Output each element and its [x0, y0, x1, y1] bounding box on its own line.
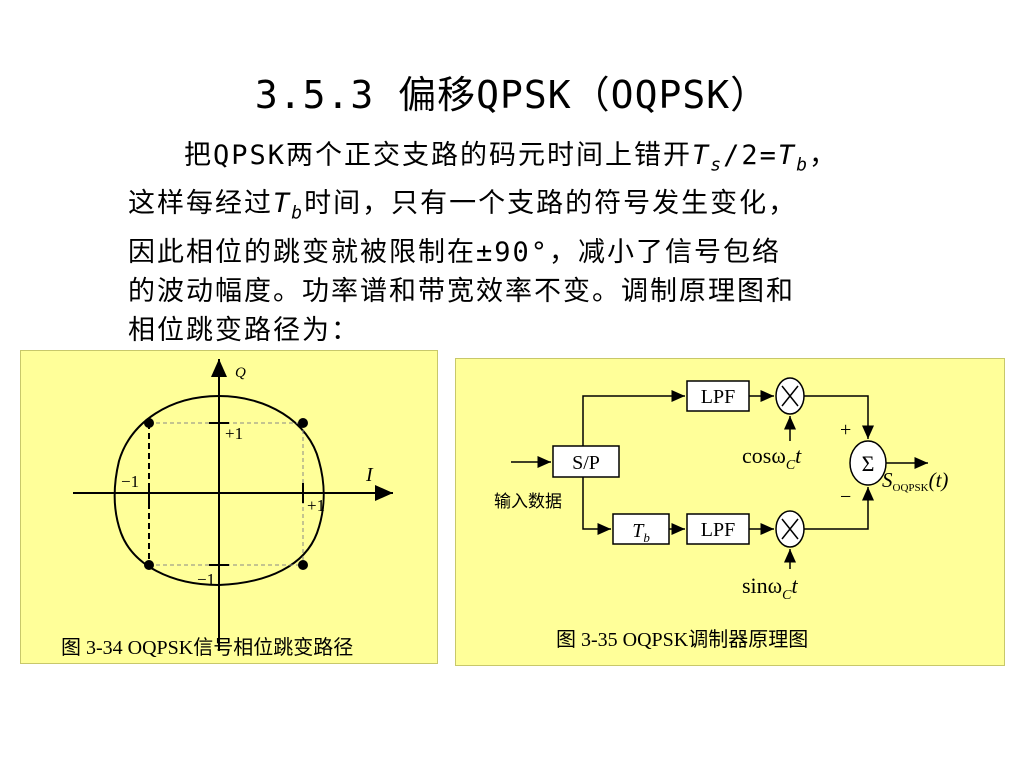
input-data-label: 输入数据: [494, 492, 562, 511]
para-line-5: 相位跳变路径为：: [128, 314, 360, 346]
para-text: 把QPSK两个正交支路的码元时间上错开: [184, 140, 693, 171]
q-axis-label: Q: [235, 365, 246, 381]
constellation-diagram: Q I +1 −1 +1 −1: [73, 359, 393, 651]
sin-carrier-label: sinωCt: [742, 573, 799, 603]
cos-carrier-label: cosωCt: [742, 443, 802, 473]
para-line-2: 这样每经过Tb时间，只有一个支路的符号发生变化，: [128, 184, 928, 232]
para-text: 时间，只有一个支路的符号发生变化，: [304, 188, 798, 220]
para-text: 这样每经过: [128, 188, 273, 220]
figure-3-34-phase-path: Q I +1 −1 +1 −1 图 3-34 OQPSK信号相位跳变路径: [20, 350, 438, 664]
minus-sign: −: [840, 486, 851, 508]
output-label: SOQPSK(t): [882, 468, 948, 494]
body-paragraph: 把QPSK两个正交支路的码元时间上错开Ts/2=Tb， 这样每经过Tb时间，只有…: [128, 136, 928, 350]
constellation-point: [298, 418, 308, 428]
sp-label: S/P: [572, 452, 600, 474]
tb-symbol: Tb: [777, 140, 810, 176]
tick-label: −1: [121, 472, 139, 491]
constellation-point: [298, 560, 308, 570]
signal-line: [582, 477, 611, 535]
constellation-point: [144, 418, 154, 428]
para-line-3: 因此相位的跳变就被限制在±90°，减小了信号包络: [128, 236, 782, 268]
para-text: /2=: [723, 140, 778, 171]
modulator-block-diagram: S/P LPF Tb LPF Σ + − cosωCt sinωCt SOQPS…: [494, 377, 948, 603]
figure-3-35-modulator: S/P LPF Tb LPF Σ + − cosωCt sinωCt SOQPS…: [455, 358, 1005, 666]
sp-block: [552, 445, 620, 478]
signal-line: [804, 487, 874, 530]
lpf-label: LPF: [701, 386, 735, 408]
ts-symbol: Ts: [692, 140, 724, 176]
para-line-1: 把QPSK两个正交支路的码元时间上错开Ts/2=Tb，: [128, 136, 928, 184]
page-title: 3.5.3 偏移QPSK（OQPSK）: [254, 73, 770, 117]
para-line-4: 的波动幅度。功率谱和带宽效率不变。调制原理图和: [128, 275, 795, 307]
signal-line: [582, 390, 685, 446]
lpf-label: LPF: [701, 519, 735, 541]
figure-caption: 图 3-35 OQPSK调制器原理图: [556, 629, 809, 651]
sum-symbol: Σ: [862, 451, 875, 476]
tb-symbol: Tb: [273, 188, 305, 224]
tb-label: Tb: [632, 520, 650, 545]
figure-caption: 图 3-34 OQPSK信号相位跳变路径: [61, 637, 354, 659]
para-text: ，: [809, 140, 839, 171]
phase-circle: [113, 394, 325, 587]
constellation-point: [144, 560, 154, 570]
lpf-block-bottom: [686, 513, 750, 545]
tick-label: −1: [197, 570, 215, 589]
tick-label: +1: [307, 496, 325, 515]
i-axis-label: I: [365, 464, 374, 486]
signal-line: [804, 395, 874, 439]
tick-label: +1: [225, 424, 243, 443]
plus-sign: +: [840, 419, 851, 441]
